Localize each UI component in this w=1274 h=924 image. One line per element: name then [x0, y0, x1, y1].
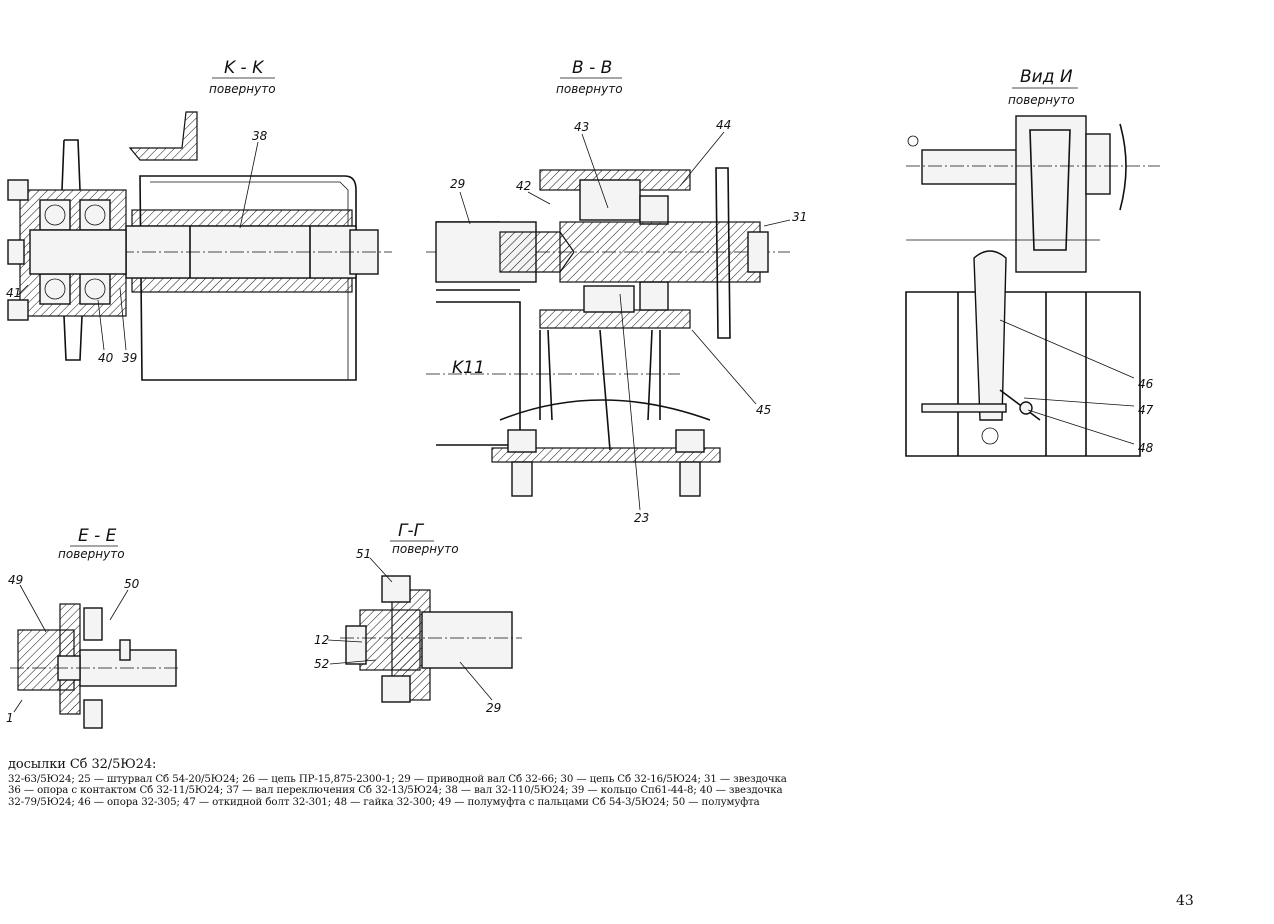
tube-wall-bottom [131, 277, 353, 293]
support-46 [973, 250, 1007, 421]
input-shaft [921, 149, 1023, 185]
section-ee: Е - Е повернуто 49 50 1 [6, 526, 178, 729]
callout-47: 47 [1138, 403, 1154, 417]
gearbox-body [1015, 115, 1087, 273]
section-kk: K - K повернуто 38 41 [6, 58, 392, 381]
caption-heading: досылки Сб 32/5Ю24: [8, 757, 157, 772]
callout-1: 1 [6, 711, 14, 725]
section-kk-subtitle: повернуто [209, 82, 276, 96]
callout-52: 52 [314, 657, 329, 671]
callout-23: 23 [634, 511, 649, 525]
section-vv-subtitle: повернуто [556, 82, 623, 96]
callout-43: 43 [574, 120, 589, 134]
caption-line-2: 36 — опора с контактом Сб 32-11/5Ю24; 37… [8, 785, 783, 797]
hub-shaft [29, 229, 127, 275]
section-gg-title: Г-Г [398, 521, 425, 541]
section-kk-title: K - K [224, 58, 265, 78]
callout-29: 29 [450, 177, 465, 191]
section-vv: В - В повернуто [426, 58, 807, 525]
bearing-bottom-left [39, 273, 71, 305]
callout-45: 45 [756, 403, 771, 417]
callout-29-gg: 29 [486, 701, 501, 715]
sprocket-31 [715, 167, 731, 339]
caption-line-3: 32-79/5Ю24; 46 — опора 32-305; 47 — отки… [8, 796, 760, 808]
callout-50: 50 [124, 577, 140, 591]
bearing-top-left [39, 199, 71, 231]
callout-46: 46 [1138, 377, 1154, 391]
view-i: Вид И повернуто 46 47 48 [905, 67, 1160, 457]
callout-49: 49 [8, 573, 23, 587]
drive-shaft-29-end [421, 611, 513, 669]
callout-48: 48 [1138, 441, 1154, 455]
callout-31: 31 [792, 210, 807, 224]
figure-caption: досылки Сб 32/5Ю24: 32-63/5Ю24; 25 — шту… [8, 756, 848, 808]
bearing-bottom-right [79, 273, 111, 305]
callout-39: 39 [122, 351, 137, 365]
view-i-subtitle: повернуто [1008, 93, 1075, 107]
mounting-plate [491, 447, 721, 463]
shaft-12 [345, 625, 367, 665]
callout-44: 44 [716, 118, 731, 132]
gearbox-base [539, 309, 691, 329]
bolt-51 [381, 575, 411, 603]
bearing-top-right [79, 199, 111, 231]
section-vv-title: В - В [572, 58, 612, 78]
housing-bracket [128, 111, 198, 161]
section-ee-subtitle: повернуто [58, 547, 125, 561]
view-i-title: Вид И [1020, 67, 1073, 87]
caption-line-1: 32-63/5Ю24; 25 — штурвал Сб 54-20/5Ю24; … [8, 774, 787, 785]
gear-43 [579, 179, 641, 221]
callout-51: 51 [356, 547, 371, 561]
coupling-half-50 [119, 639, 131, 661]
section-gg: Г-Г повернуто 51 12 52 29 [314, 521, 522, 715]
page-number: 43 [1176, 893, 1194, 909]
callout-12: 12 [314, 633, 329, 647]
callout-38: 38 [252, 129, 268, 143]
callout-k11: K11 [452, 358, 485, 378]
callout-41: 41 [6, 286, 21, 300]
callout-40: 40 [98, 351, 114, 365]
section-ee-title: Е - Е [78, 526, 117, 546]
callout-42: 42 [516, 179, 531, 193]
section-gg-subtitle: повернуто [392, 542, 459, 556]
output-shaft [559, 221, 761, 283]
